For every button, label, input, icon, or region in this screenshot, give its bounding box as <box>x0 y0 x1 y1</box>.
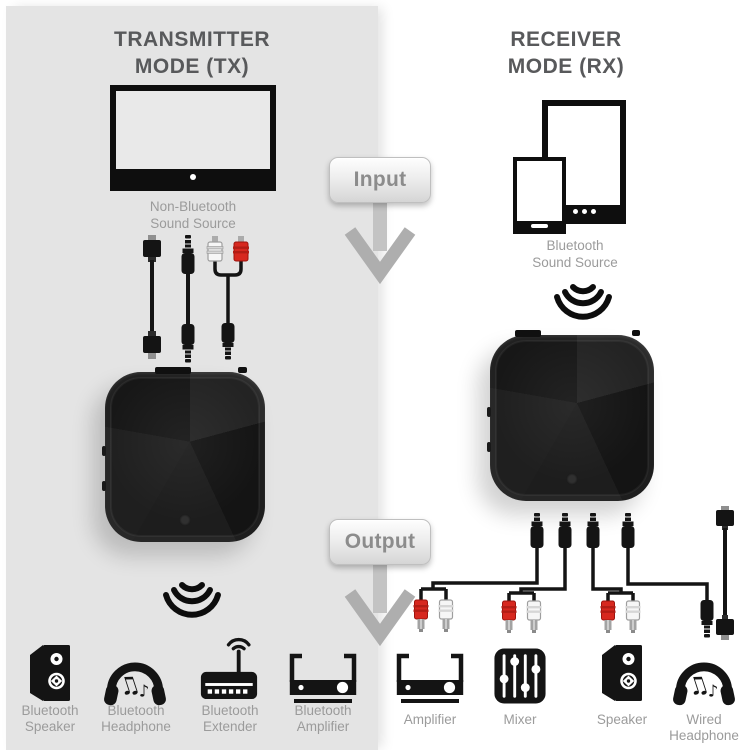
caption-line1: Speaker <box>596 712 648 727</box>
transmitter-title-line2: MODE (TX) <box>134 55 250 78</box>
music-note-single: ♪ <box>708 681 719 700</box>
caption-speaker: Speaker <box>566 712 678 728</box>
device-rim <box>495 340 649 496</box>
caption-line1: Wired <box>686 712 722 727</box>
tablet-bottom-bar <box>548 205 620 218</box>
bluetooth-extender-icon <box>200 637 258 700</box>
rca-plug-red <box>413 599 429 632</box>
bluetooth-headphone-icon: ♫ ♪ <box>104 662 166 706</box>
output-button: Output <box>329 519 431 565</box>
phone-home-button <box>531 223 548 228</box>
input-button-label: Input <box>353 168 407 191</box>
device-port <box>238 367 247 373</box>
rca-plug-red <box>600 600 616 633</box>
bluetooth-amplifier-icon <box>289 653 357 703</box>
device-port <box>155 367 191 374</box>
phone-bottom-bar <box>517 221 562 230</box>
bluetooth-source-caption: Bluetooth Sound Source <box>505 237 645 271</box>
aux-plug-down <box>221 323 235 360</box>
tv-icon <box>110 85 276 191</box>
rx-output-cables <box>413 506 734 640</box>
bluetooth-device-rx <box>487 330 654 501</box>
wired-headphone-icon: ♫ ♪ <box>673 662 735 706</box>
caption-line1: Non-Bluetooth <box>149 199 237 214</box>
device-button <box>102 481 106 491</box>
tablet-dot <box>581 209 587 214</box>
receiver-title-line2: MODE (RX) <box>507 55 625 78</box>
rca-pairs-down <box>413 599 641 633</box>
caption-mixer: Mixer <box>464 712 576 728</box>
caption-line2: Speaker <box>24 719 76 734</box>
optical-cable-icon <box>716 506 734 640</box>
mixer-icon <box>494 648 546 704</box>
aux-plug-down <box>700 600 714 638</box>
output-button-label: Output <box>344 530 416 553</box>
tv-bottom-bar <box>116 169 270 185</box>
aux-cable-icon <box>181 235 195 363</box>
tablet-dot <box>572 209 578 214</box>
caption-line2: Amplifier <box>296 719 350 734</box>
wireless-waves-icon-tx <box>163 582 221 618</box>
device-button <box>102 446 106 456</box>
caption-line1: Amplifier <box>403 712 457 727</box>
tv-power-dot <box>190 174 196 180</box>
device-logo <box>566 473 578 485</box>
caption-line1: Mixer <box>503 712 537 727</box>
caption-line2: Sound Source <box>532 255 618 270</box>
wire-routes <box>419 548 709 601</box>
device-button <box>487 442 491 452</box>
caption-line1: Bluetooth <box>107 703 165 718</box>
rca-to-aux-cable-icon <box>206 236 249 360</box>
rca-plug-red <box>501 600 517 633</box>
bluetooth-device-tx <box>102 367 265 542</box>
caption-bluetooth-extender: Bluetooth Extender <box>174 703 286 735</box>
tablet-dot <box>590 209 596 214</box>
optical-cable-icon <box>143 235 161 359</box>
phone-icon <box>513 157 566 234</box>
input-arrow-down <box>344 201 416 285</box>
caption-bluetooth-amplifier: Bluetooth Amplifier <box>267 703 379 735</box>
rca-plug-white <box>438 599 454 632</box>
caption-line1: Bluetooth <box>201 703 259 718</box>
caption-line2: Headphone <box>101 719 171 734</box>
device-port <box>632 330 640 336</box>
device-rim <box>110 377 260 537</box>
caption-line1: Bluetooth <box>21 703 79 718</box>
music-note-single: ♪ <box>139 681 150 700</box>
output-arrow-down <box>344 563 416 647</box>
caption-wired-headphone: Wired Headphone <box>648 712 750 744</box>
caption-amplifier: Amplifier <box>374 712 486 728</box>
caption-line1: Bluetooth <box>546 238 604 253</box>
tx-input-cables <box>143 235 249 363</box>
caption-bluetooth-headphone: Bluetooth Headphone <box>80 703 192 735</box>
transmitter-title-line1: TRANSMITTER <box>114 28 270 51</box>
device-logo <box>179 514 191 526</box>
receiver-title-line1: RECEIVER <box>510 28 622 51</box>
caption-line1: Bluetooth <box>294 703 352 718</box>
caption-line2: Sound Source <box>150 216 236 231</box>
transmitter-title: TRANSMITTER MODE (TX) <box>32 26 352 80</box>
non-bluetooth-source-caption: Non-Bluetooth Sound Source <box>123 198 263 232</box>
rca-plug-red <box>233 236 249 262</box>
device-port <box>515 330 541 337</box>
caption-bluetooth-speaker: Bluetooth Speaker <box>0 703 106 735</box>
receiver-title: RECEIVER MODE (RX) <box>406 26 726 80</box>
bluetooth-speaker-icon <box>30 645 70 701</box>
caption-line2: Headphone <box>669 728 739 743</box>
rca-plug-white <box>206 236 224 262</box>
rca-plug-white <box>526 600 542 633</box>
input-button: Input <box>329 157 431 203</box>
device-button <box>487 407 491 417</box>
wireless-waves-icon-rx <box>554 284 612 320</box>
aux-plugs-up <box>530 513 635 548</box>
speaker-icon <box>602 645 642 701</box>
rca-plug-white <box>625 600 641 633</box>
amplifier-icon <box>396 653 464 703</box>
caption-line2: Extender <box>202 719 258 734</box>
